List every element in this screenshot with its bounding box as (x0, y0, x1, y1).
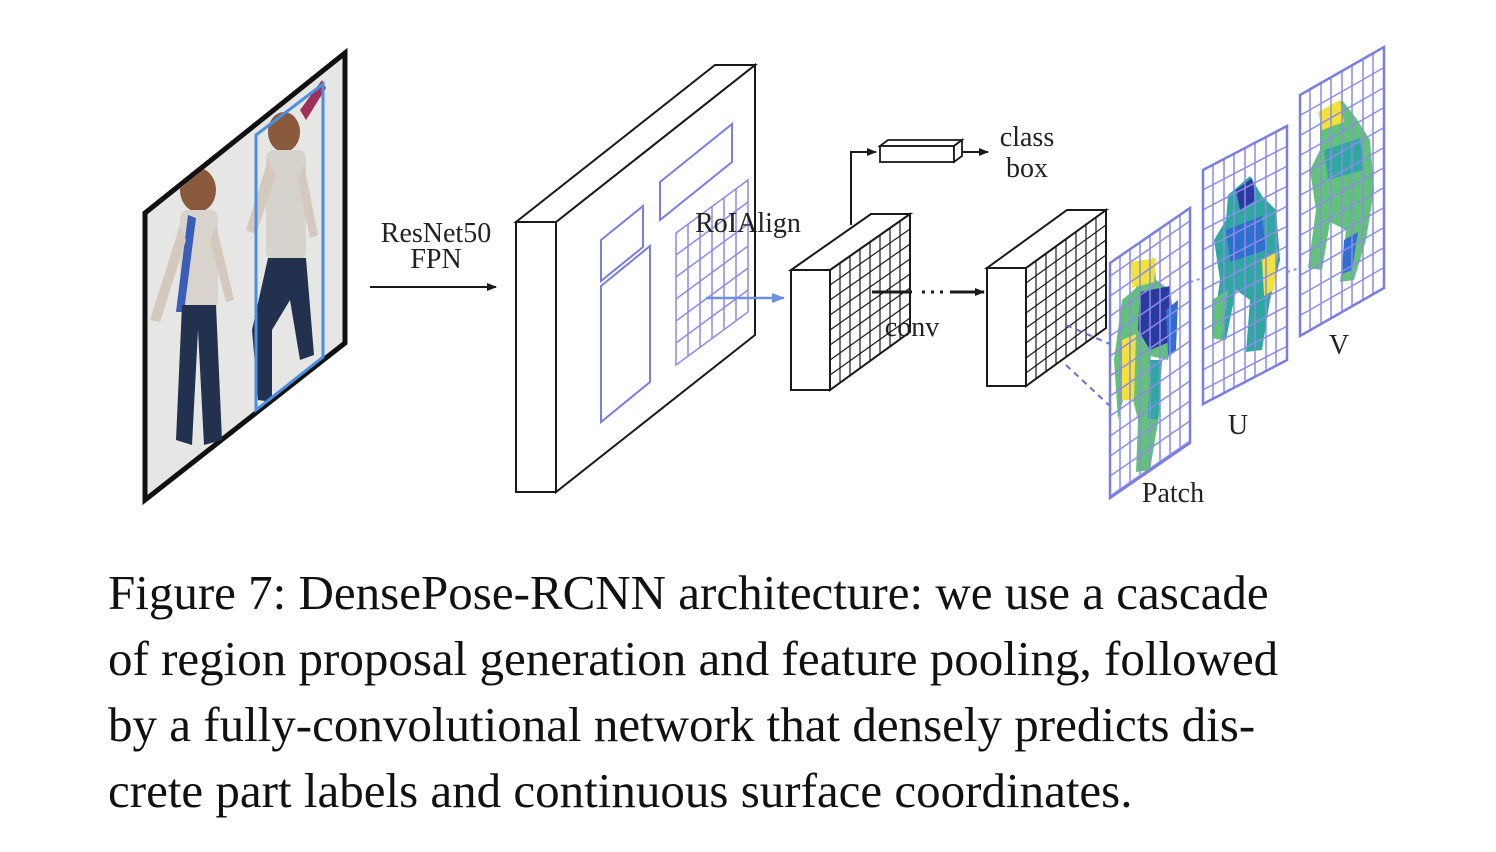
patch-map: Patch (1108, 205, 1204, 509)
roialign-label: RoIAlign (695, 208, 801, 239)
head-feature-block (983, 208, 1113, 409)
u-map: U (1201, 123, 1289, 441)
class-label: class (1000, 122, 1054, 153)
backbone-label-line1: ResNet50 (381, 218, 491, 249)
caption-line: by a fully-convolutional network that de… (108, 697, 1256, 752)
caption-line: of region proposal generation and featur… (108, 631, 1279, 686)
roi-feature-block (787, 212, 914, 392)
caption-line: crete part labels and continuous surface… (108, 763, 1133, 818)
patch-label: Patch (1142, 478, 1204, 509)
caption-line: Figure 7: DensePose-RCNN architecture: w… (108, 565, 1269, 620)
figure-caption: Figure 7: DensePose-RCNN architecture: w… (108, 560, 1438, 824)
conv-label: conv (885, 312, 939, 343)
v-label: V (1329, 330, 1349, 361)
backbone-arrow: ResNet50 FPN (370, 218, 497, 291)
v-map: V (1298, 44, 1386, 361)
densepose-architecture-diagram: ResNet50 FPN RoIAlign (142, 44, 1386, 509)
detected-person-box (254, 80, 325, 414)
people-photo (150, 80, 326, 445)
input-image (142, 47, 348, 506)
box-label: box (1006, 153, 1048, 184)
class-box-branch: class box (850, 122, 1054, 225)
u-label: U (1228, 410, 1248, 441)
backbone-label-line2: FPN (410, 244, 461, 275)
conv-arrow: conv (872, 288, 985, 343)
feature-map-block: RoIAlign (513, 62, 801, 495)
region-proposals (600, 121, 733, 425)
